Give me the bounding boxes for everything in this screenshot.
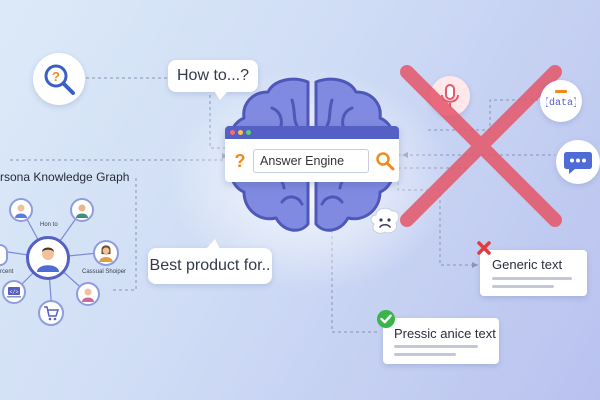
svg-text:</>: </> (9, 290, 18, 296)
chat-bubble-icon (564, 152, 592, 174)
microphone-icon (441, 84, 459, 107)
question-text: How to...? (176, 67, 250, 84)
graph-title: rsona Knowledge Graph (0, 170, 130, 184)
text-line (492, 285, 554, 288)
person-icon (37, 247, 59, 272)
question-mark-icon: ? (235, 151, 246, 171)
red-x-icon (477, 241, 491, 255)
persona-center-node[interactable] (26, 236, 70, 280)
question-bubble: How to...? (168, 60, 258, 92)
persona-node-2[interactable] (70, 198, 94, 222)
answer-engine-search-field[interactable]: Answer Engine (253, 149, 369, 173)
svg-text:?: ? (52, 69, 60, 84)
text-line (492, 277, 572, 280)
generic-text-label: Generic text (492, 257, 563, 272)
graph-label-howto: Hon to (40, 222, 58, 228)
persona-node-1[interactable] (9, 198, 33, 222)
window-titlebar (225, 126, 399, 139)
data-code-icon: {data} (546, 90, 576, 109)
maximize-dot[interactable] (246, 130, 251, 135)
answer-engine-label: Answer Engine (260, 154, 345, 168)
data-code-circle: {data} (540, 80, 582, 122)
graph-label-recent: rcent (0, 269, 14, 275)
sad-face-icon (370, 207, 400, 234)
magnifier-question-icon: ? (44, 64, 75, 95)
code-node[interactable]: </> (2, 280, 26, 304)
green-check-icon (377, 310, 395, 328)
shopping-cart-icon (44, 306, 59, 321)
search-icon[interactable] (375, 151, 395, 171)
persona-node-4[interactable] (76, 282, 100, 306)
svg-text:{data}: {data} (546, 97, 576, 109)
generic-text-card: Generic text (480, 250, 587, 296)
answer-engine-window: ? Answer Engine (225, 126, 399, 182)
precise-text-card: Pressic anice text (383, 318, 499, 364)
cart-node[interactable] (38, 300, 64, 326)
answer-bubble: Best product for.. (148, 248, 272, 284)
answer-text: Best product for.. (149, 257, 271, 274)
answer-bubble-tail (206, 239, 220, 249)
minimize-dot[interactable] (238, 130, 243, 135)
svg-text:?: ? (235, 151, 246, 171)
text-line (394, 345, 478, 348)
chat-circle (556, 140, 600, 184)
person-icon (82, 288, 94, 302)
cross-out-icon (400, 65, 562, 227)
question-bubble-tail (214, 91, 228, 100)
persona-node-3[interactable] (93, 240, 119, 266)
close-dot[interactable] (230, 130, 235, 135)
text-line (394, 353, 456, 356)
search-question-circle: ? (33, 53, 85, 105)
person-icon (99, 245, 113, 262)
laptop-code-icon: </> (7, 287, 21, 298)
person-icon (15, 204, 27, 218)
graph-label-casual-shopper: Cassual Shoiper (82, 269, 127, 275)
person-icon (76, 204, 88, 218)
precise-text-label: Pressic anice text (394, 326, 496, 341)
